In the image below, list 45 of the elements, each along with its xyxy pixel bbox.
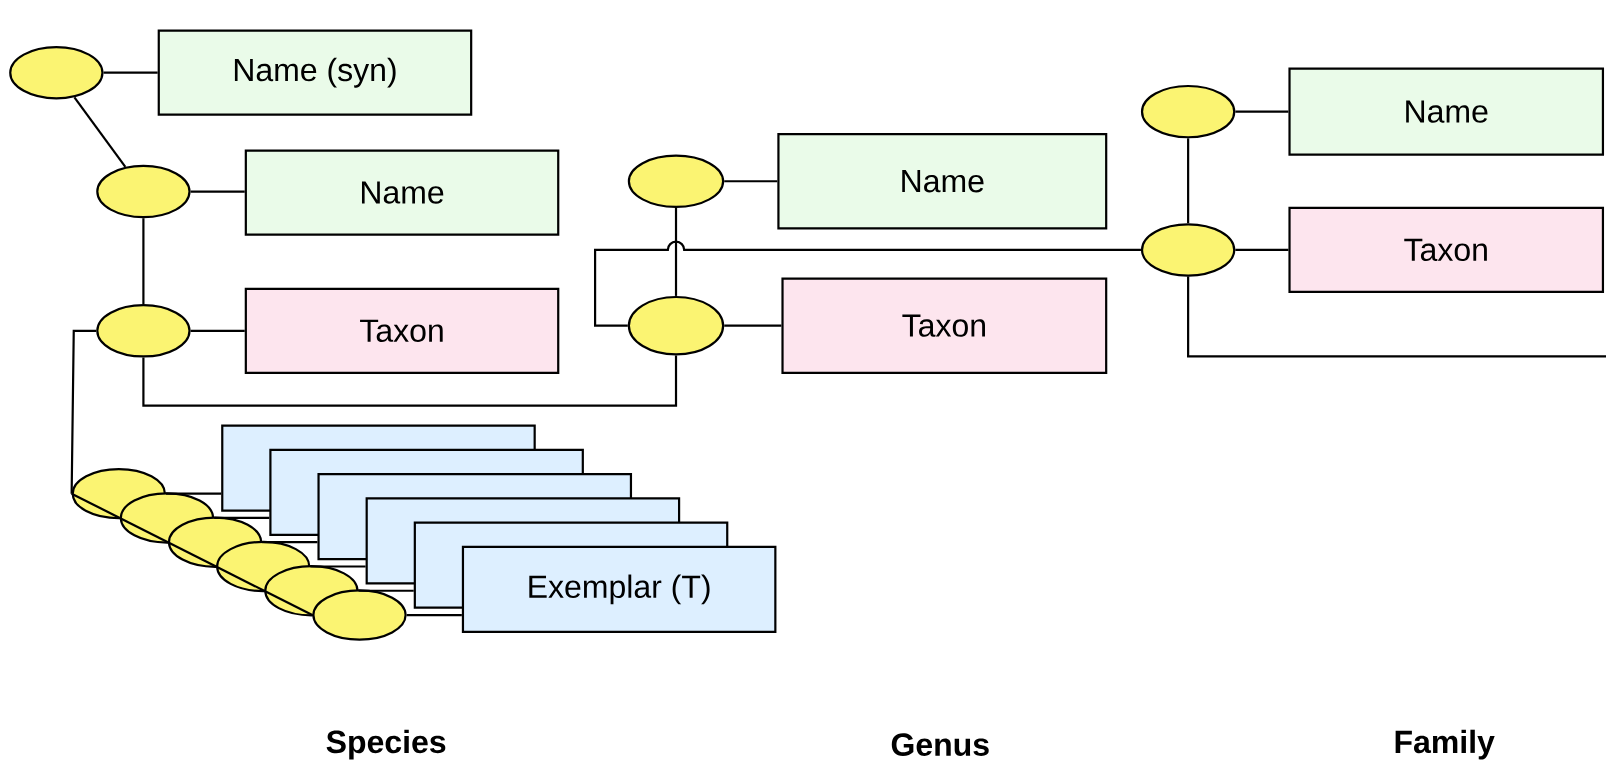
ellipse (627, 154, 725, 208)
ellipse (1140, 223, 1236, 277)
taxon-box: Taxon (1288, 206, 1605, 293)
ellipse (96, 164, 191, 219)
connector-line (674, 208, 678, 296)
connector-line (167, 541, 217, 568)
connector-line (215, 565, 265, 592)
connector-line (358, 589, 414, 592)
connector-line (1187, 276, 1606, 358)
connector-line (71, 492, 121, 519)
ellipse (1140, 84, 1236, 139)
connector-line (73, 96, 127, 168)
connector-line (119, 516, 169, 544)
connector-line (142, 355, 678, 407)
connector-line (310, 565, 366, 568)
connector-line (1187, 138, 1190, 224)
exemplar-box: Exemplar (T) (461, 545, 777, 634)
connector-line (103, 71, 158, 74)
connector-line (724, 324, 782, 327)
connector-line (1235, 248, 1289, 251)
column-label: Family (1395, 729, 1495, 760)
connector-line (406, 613, 462, 617)
name-box: Name (1288, 67, 1605, 156)
ellipse (96, 304, 191, 358)
ellipse (9, 46, 104, 100)
name-box: Name (syn) (157, 29, 473, 116)
connector-line (166, 492, 222, 495)
connector-line (190, 190, 245, 193)
ellipse (627, 295, 725, 356)
column-label: Species (326, 729, 446, 760)
name-box: Name (244, 149, 560, 236)
name-box: Name (777, 133, 1108, 230)
connector-line (190, 329, 245, 332)
connector-line (1235, 110, 1289, 113)
taxon-box: Taxon (244, 287, 560, 374)
taxon-box: Taxon (781, 277, 1108, 374)
ellipse (312, 589, 407, 641)
connector-line (142, 218, 145, 305)
connector-line (70, 329, 97, 494)
connector-line (262, 541, 318, 544)
connector-line (594, 240, 1141, 327)
column-label: Genus (891, 733, 989, 756)
connector-line (724, 180, 778, 183)
connector-line (263, 589, 313, 617)
connector-line (214, 516, 270, 520)
